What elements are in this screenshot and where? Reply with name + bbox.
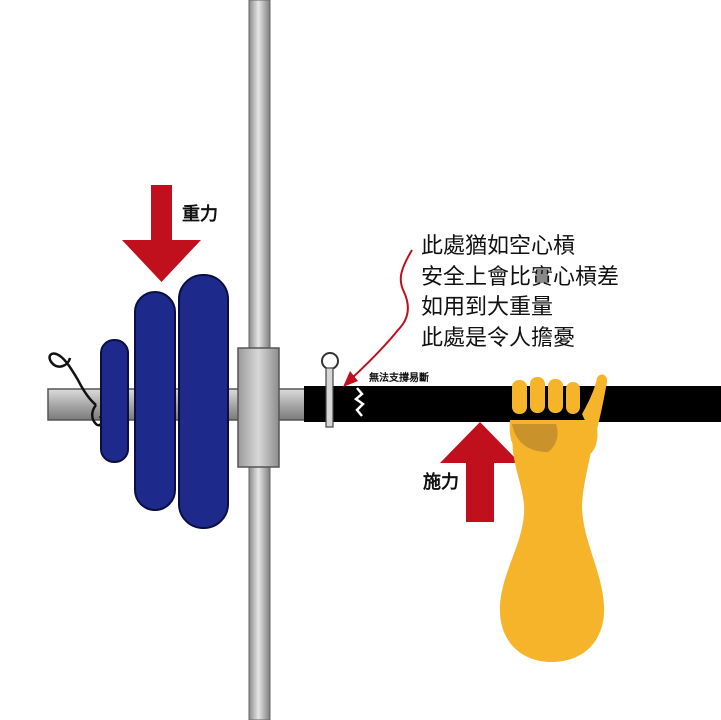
small-plate: [100, 339, 129, 463]
middle-plate: [134, 291, 176, 511]
note-line-3: 如用到大重量: [421, 295, 553, 320]
hand-shadow: [512, 424, 558, 452]
note-pointer-line: [349, 249, 413, 381]
large-plate: [178, 274, 229, 529]
arm-shape: [499, 428, 605, 662]
note-line-2: 安全上會比實心槓差: [421, 265, 619, 290]
hand-icon: [499, 374, 608, 662]
force-label: 施力: [423, 471, 459, 493]
note-pointer-arrowhead-icon: [343, 371, 358, 387]
gravity-label: 重力: [182, 203, 218, 225]
safety-pin: [325, 367, 334, 428]
rack-collar: [237, 347, 280, 468]
break-mark: [353, 387, 365, 417]
note-line-4: 此處是令人擔憂: [421, 326, 575, 351]
cannot-support-label: 無法支撐易斷: [369, 371, 429, 384]
note-line-1: 此處猶如空心槓: [421, 234, 575, 259]
safety-pin-ring-icon: [321, 352, 339, 370]
force-arrow-icon: [440, 422, 520, 522]
gravity-arrow-icon: [122, 185, 201, 282]
